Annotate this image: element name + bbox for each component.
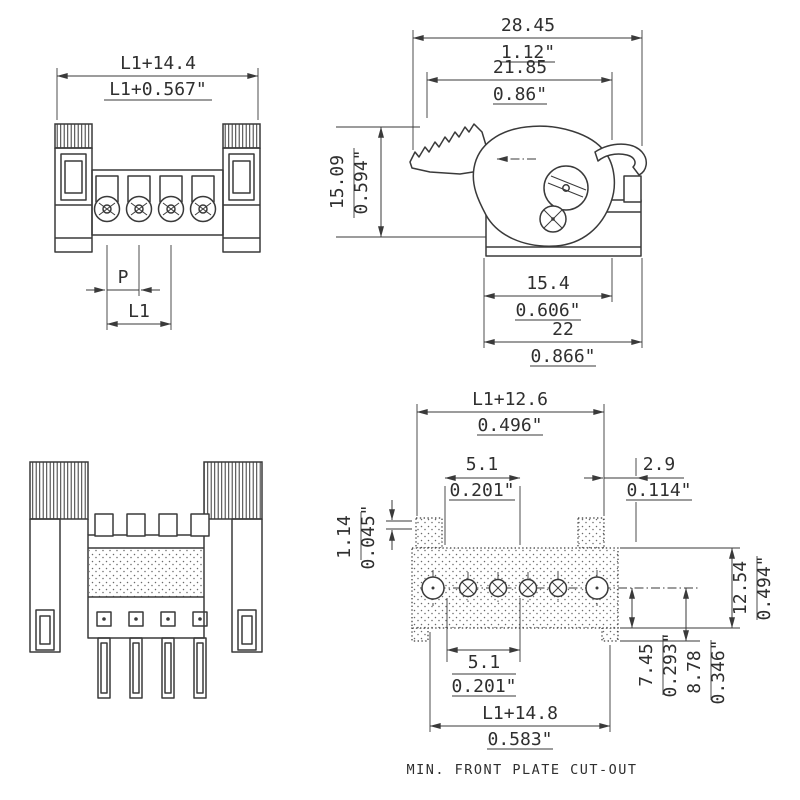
left-flange-screw	[64, 160, 83, 194]
dim-base-in: 0.866"	[530, 346, 595, 367]
dim-upper-in: 0.86"	[493, 84, 547, 105]
right-arm-screw	[241, 615, 253, 645]
tab	[158, 513, 178, 537]
hole-cross	[551, 581, 565, 595]
cutout-foot-left	[411, 627, 429, 642]
pin-inner	[164, 642, 172, 694]
tab	[126, 513, 146, 537]
hole-center	[595, 586, 599, 590]
housing-body	[91, 169, 224, 236]
hole-center	[431, 586, 435, 590]
terminal-1	[93, 175, 121, 223]
dim-inner-in: 0.606"	[515, 300, 580, 321]
dim-pitch-top-mm: 5.1	[466, 454, 499, 475]
dim-cutout-top-mm: L1+12.6	[472, 389, 548, 410]
cutout-view: L1+12.6 0.496" 5.1 0.201" 2.9 0.114" 1.1…	[334, 389, 775, 778]
contact-dot	[166, 617, 170, 621]
cutout-tab-right	[577, 517, 605, 549]
dim-front-width-in: L1+0.567"	[109, 79, 207, 100]
dim-height-mm: 15.09	[327, 155, 348, 209]
left-flange-knurl	[54, 123, 93, 149]
dim-base-mm: 22	[552, 319, 574, 340]
right-flange-screw	[232, 160, 251, 194]
screw-center	[562, 184, 570, 192]
dim-pitch-bottom-in: 0.201"	[451, 676, 516, 697]
contact-square	[192, 611, 208, 627]
lever-hook	[594, 143, 647, 176]
contact-square	[160, 611, 176, 627]
dim-depth2-in: 0.346"	[708, 639, 729, 704]
right-arm	[231, 518, 263, 653]
dim-l1-label: L1	[128, 301, 150, 322]
dim-total-mm: 28.45	[501, 15, 555, 36]
hole-cross	[461, 581, 475, 595]
screw-slot	[550, 175, 587, 191]
contact-square	[96, 611, 112, 627]
contact-square	[128, 611, 144, 627]
rear-view	[29, 461, 263, 699]
rear-body	[87, 534, 205, 639]
dim-cutout-height-mm: 12.54	[730, 561, 751, 615]
side-view: 28.45 1.12" 21.85 0.86" 15.09 0.594" 15.…	[327, 15, 647, 367]
latch-wall	[623, 175, 642, 203]
dim-upper-mm: 21.85	[493, 57, 547, 78]
lever-grip	[409, 123, 489, 175]
pin	[97, 637, 111, 699]
terminal-4	[189, 175, 217, 223]
left-arm-screw	[39, 615, 51, 645]
cutout-caption: MIN. FRONT PLATE CUT-OUT	[406, 762, 637, 778]
terminal-3	[157, 175, 185, 223]
contact-dot	[198, 617, 202, 621]
dim-cutout-bottom-mm: L1+14.8	[482, 703, 558, 724]
pin	[193, 637, 207, 699]
left-flange-recess	[60, 153, 87, 201]
dim-cutout-height-in: 0.494"	[754, 555, 775, 620]
pin	[129, 637, 143, 699]
dim-edge-in: 0.114"	[626, 480, 691, 501]
right-arm-recess	[237, 609, 257, 651]
dim-pitch-bottom-mm: 5.1	[468, 652, 501, 673]
left-arm	[29, 518, 61, 653]
dim-depth1-in: 0.293"	[660, 632, 681, 697]
dim-height-in: 0.594"	[351, 149, 372, 214]
screw-center-dot	[551, 217, 555, 221]
front-view: L1+14.4 L1+0.567" P L1	[54, 53, 261, 330]
dim-pitch-top-in: 0.201"	[449, 480, 514, 501]
hole-cross	[521, 581, 535, 595]
left-knurl-block	[29, 461, 89, 520]
dim-edge-mm: 2.9	[643, 454, 676, 475]
pin	[161, 637, 175, 699]
pin-inner	[196, 642, 204, 694]
screw-slot	[547, 182, 584, 198]
pin-inner	[132, 642, 140, 694]
dim-depth1-mm: 7.45	[636, 643, 657, 686]
dim-inner-mm: 15.4	[526, 273, 569, 294]
contact-dot	[102, 617, 106, 621]
cutout-foot-right	[601, 627, 619, 642]
dim-front-width-mm: L1+14.4	[120, 53, 196, 74]
pin-inner	[100, 642, 108, 694]
right-flange-knurl	[222, 123, 261, 149]
dim-cutout-top-in: 0.496"	[477, 415, 542, 436]
right-knurl-block	[203, 461, 263, 520]
dim-depth2-mm: 8.78	[684, 650, 705, 693]
left-arm-recess	[35, 609, 55, 651]
terminal-2	[125, 175, 153, 223]
dim-tab-in: 0.045"	[358, 504, 379, 569]
dim-tab-mm: 1.14	[334, 515, 355, 558]
hole-cross	[491, 581, 505, 595]
dim-total-in: 1.12"	[501, 42, 555, 63]
tab	[94, 513, 114, 537]
lever-screw-large	[543, 165, 589, 211]
stipple-band	[89, 549, 203, 597]
dim-pitch-label: P	[118, 267, 129, 288]
contact-dot	[134, 617, 138, 621]
right-flange-recess	[228, 153, 255, 201]
cutout-tab-left	[415, 517, 443, 549]
tab	[190, 513, 210, 537]
dim-cutout-bottom-in: 0.583"	[487, 729, 552, 750]
